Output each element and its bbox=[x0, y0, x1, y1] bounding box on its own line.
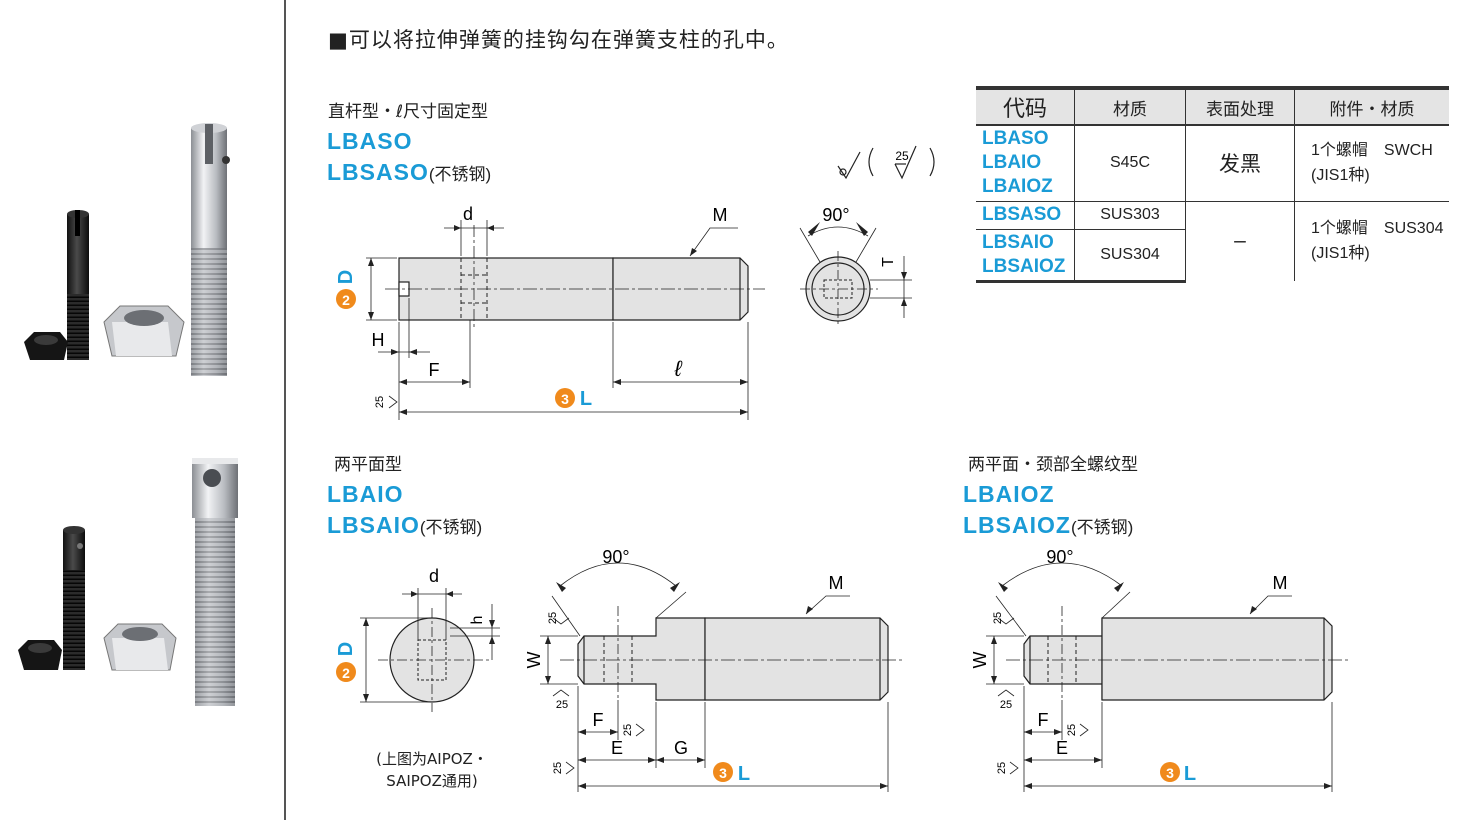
table-cell-material: SUS303 bbox=[1074, 200, 1186, 229]
section1-code2-suffix: (不锈钢) bbox=[428, 165, 492, 184]
s1-label-d: d bbox=[463, 204, 473, 224]
table-cell-surface: – bbox=[1185, 200, 1295, 281]
code-item: LBSAIO bbox=[982, 231, 1054, 253]
s2-label-F: F bbox=[593, 710, 604, 730]
s3-label-E: E bbox=[1056, 738, 1068, 758]
s1-roughness-value: 25 bbox=[895, 149, 909, 163]
table-row: LBSAIO LBSAIOZ SUS304 bbox=[976, 228, 1449, 283]
spec-table: 代码 材质 表面处理 附件・材质 LBASO LBAIO LBAIOZ S45C… bbox=[976, 86, 1449, 283]
note-line: (上图为AIPOZ・ bbox=[376, 750, 488, 768]
s2-badge-L-num: 3 bbox=[719, 765, 727, 781]
section2-code1: LBAIO bbox=[327, 481, 404, 507]
s3-label-angle: 90° bbox=[1046, 547, 1073, 567]
code-item: LBASO bbox=[982, 128, 1049, 150]
table-header-attachment: 附件・材质 bbox=[1294, 86, 1449, 126]
s1-label-F: F bbox=[429, 360, 440, 380]
s1-roughness-local: 25 bbox=[374, 396, 386, 408]
section1-title: 直杆型・ℓ尺寸固定型 bbox=[328, 102, 489, 122]
code-item: LBAIOZ bbox=[982, 176, 1053, 198]
table-cell-codes: LBSAIO LBSAIOZ bbox=[976, 228, 1075, 283]
section3-code2-suffix: (不锈钢) bbox=[1070, 518, 1134, 537]
s3-roughness: 25 bbox=[996, 762, 1008, 774]
s3-roughness: 25 bbox=[1066, 724, 1078, 736]
attachment-line: 1个螺帽 SWCH bbox=[1311, 142, 1433, 160]
s1-label-H: H bbox=[372, 330, 385, 350]
vertical-divider bbox=[284, 0, 286, 820]
s1-label-L: L bbox=[580, 388, 592, 410]
s2-roughness: 25 bbox=[547, 612, 559, 624]
table-cell-code: LBSASO bbox=[976, 200, 1075, 229]
s1-label-ell: ℓ bbox=[673, 356, 682, 381]
section3-code2: LBSAIOZ(不锈钢) bbox=[963, 512, 1133, 539]
table-cell-material: S45C bbox=[1074, 125, 1186, 201]
section3-code2-text: LBSAIOZ bbox=[963, 512, 1071, 538]
note-line: SAIPOZ通用) bbox=[386, 772, 478, 790]
section2-note: (上图为AIPOZ・ SAIPOZ通用) bbox=[362, 748, 502, 792]
section1-code2: LBSASO(不锈钢) bbox=[327, 159, 491, 186]
s3-label-L: L bbox=[1184, 763, 1196, 785]
s1-label-angle: 90° bbox=[822, 205, 849, 225]
s3-badge-L-num: 3 bbox=[1166, 765, 1174, 781]
s2-badge-D-num: 2 bbox=[342, 665, 350, 681]
s1-badge-L-num: 3 bbox=[561, 391, 569, 407]
table-header-code: 代码 bbox=[976, 86, 1075, 126]
product-photo-top bbox=[0, 110, 284, 410]
s3-roughness: 25 bbox=[992, 612, 1004, 624]
s2-label-W: W bbox=[524, 652, 544, 669]
s2-label-h: h bbox=[469, 616, 486, 625]
s2-label-angle: 90° bbox=[602, 547, 629, 567]
s2-label-G: G bbox=[674, 738, 688, 758]
code-item: LBSAIOZ bbox=[982, 255, 1066, 277]
headline: ■可以将拉伸弹簧的挂钩勾在弹簧支柱的孔中。 bbox=[328, 28, 789, 52]
s3-label-W: W bbox=[970, 652, 990, 669]
section2-code2-text: LBSAIO bbox=[327, 512, 420, 538]
s2-label-d: d bbox=[429, 566, 439, 586]
s1-label-M: M bbox=[713, 205, 728, 225]
s1-label-D: D bbox=[335, 270, 357, 284]
table-header-surface: 表面处理 bbox=[1185, 86, 1295, 126]
s2-roughness: 25 bbox=[552, 762, 564, 774]
section1-code2-text: LBSASO bbox=[327, 159, 429, 185]
section3-code1: LBAIOZ bbox=[963, 481, 1055, 507]
s2-roughness: 25 bbox=[556, 699, 568, 711]
s3-roughness: 25 bbox=[1000, 699, 1012, 711]
section3-title: 两平面・颈部全螺纹型 bbox=[968, 455, 1138, 475]
table-row: LBASO LBAIO LBAIOZ S45C 发黑 1个螺帽 SWCH (JI… bbox=[976, 125, 1449, 201]
s2-label-M: M bbox=[829, 573, 844, 593]
product-photo-bottom bbox=[0, 448, 284, 718]
attachment-line: (JIS1种) bbox=[1311, 245, 1370, 263]
section2-code2-suffix: (不锈钢) bbox=[419, 518, 483, 537]
table-cell-attachment: 1个螺帽 SUS304 (JIS1种) bbox=[1294, 200, 1449, 281]
table-cell-surface: 发黑 bbox=[1185, 125, 1295, 201]
s3-label-M: M bbox=[1273, 573, 1288, 593]
attachment-line: 1个螺帽 SUS304 bbox=[1311, 220, 1444, 238]
table-cell-codes: LBASO LBAIO LBAIOZ bbox=[976, 125, 1075, 201]
s1-label-T: T bbox=[880, 257, 897, 267]
section2-code2: LBSAIO(不锈钢) bbox=[327, 512, 482, 539]
s2-roughness: 25 bbox=[622, 724, 634, 736]
s3-label-F: F bbox=[1038, 710, 1049, 730]
s2-label-L: L bbox=[738, 763, 750, 785]
s2-label-E: E bbox=[611, 738, 623, 758]
section2-title: 两平面型 bbox=[334, 455, 402, 475]
table-cell-attachment: 1个螺帽 SWCH (JIS1种) bbox=[1294, 125, 1449, 201]
table-cell-material: SUS304 bbox=[1074, 228, 1186, 283]
table-row: LBSASO SUS303 – 1个螺帽 SUS304 (JIS1种) bbox=[976, 200, 1449, 281]
table-header-material: 材质 bbox=[1074, 86, 1186, 126]
roughness-symbol bbox=[837, 145, 935, 180]
code-item: LBAIO bbox=[982, 152, 1042, 174]
s2-label-D: D bbox=[335, 642, 357, 656]
attachment-line: (JIS1种) bbox=[1311, 167, 1370, 185]
section1-code1: LBASO bbox=[327, 128, 413, 154]
s1-badge-D-num: 2 bbox=[342, 292, 350, 308]
